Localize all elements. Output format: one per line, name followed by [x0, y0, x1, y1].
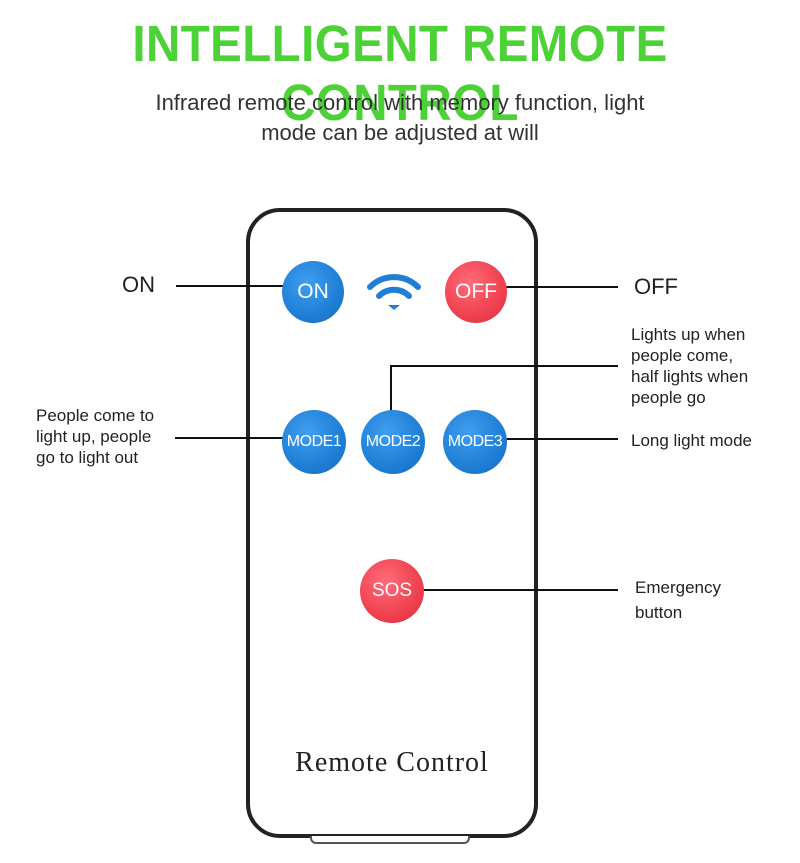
remote-label: Remote Control	[295, 747, 489, 778]
callout-line-mode3	[503, 438, 618, 440]
callout-line-mode1	[175, 437, 286, 439]
mode3-button[interactable]: MODE3	[443, 410, 507, 474]
mode3-button-label: MODE3	[447, 433, 503, 450]
callout-mode3: Long light mode	[631, 431, 752, 450]
subtitle-line-1: Infrared remote control with memory func…	[155, 90, 645, 115]
callout-line-mode2-horizontal	[390, 365, 618, 367]
sos-button[interactable]: SOS	[360, 559, 424, 623]
callout-off: OFF	[634, 274, 678, 299]
remote-bottom-notch	[310, 836, 470, 844]
callout-sos-line: button	[635, 603, 683, 622]
callout-mode1-line: go to light out	[36, 448, 139, 467]
callout-on: ON	[122, 272, 155, 297]
callout-mode2: Lights up when people come, half lights …	[631, 324, 748, 408]
callout-line-on	[176, 285, 286, 287]
callout-mode2-line: half lights when	[631, 367, 749, 386]
subtitle-line-2: mode can be adjusted at will	[261, 120, 539, 145]
callout-mode2-line: people go	[631, 388, 706, 407]
callout-mode1: People come to light up, people go to li…	[36, 405, 154, 468]
mode2-button[interactable]: MODE2	[361, 410, 425, 474]
callout-line-mode2-vertical	[390, 365, 392, 413]
mode2-button-label: MODE2	[365, 433, 421, 450]
mode1-button-label: MODE1	[286, 433, 342, 450]
callout-mode2-line: Lights up when	[631, 325, 746, 344]
subtitle: Infrared remote control with memory func…	[0, 88, 800, 148]
callout-sos-line: Emergency	[635, 578, 721, 597]
on-button-label: ON	[297, 280, 329, 303]
sos-button-label: SOS	[371, 580, 413, 601]
mode1-button[interactable]: MODE1	[282, 410, 346, 474]
callout-line-sos	[420, 589, 618, 591]
callout-sos: Emergency button	[635, 575, 721, 625]
callout-mode1-line: light up, people	[36, 427, 152, 446]
on-button[interactable]: ON	[282, 261, 344, 323]
callout-mode2-line: people come,	[631, 346, 734, 365]
headline-title: INTELLIGENT REMOTE CONTROL	[132, 15, 668, 131]
off-button[interactable]: OFF	[445, 261, 507, 323]
off-button-label: OFF	[455, 280, 497, 303]
callout-mode1-line: People come to	[36, 406, 155, 425]
wifi-signal-icon	[367, 274, 421, 310]
callout-line-off	[500, 286, 618, 288]
